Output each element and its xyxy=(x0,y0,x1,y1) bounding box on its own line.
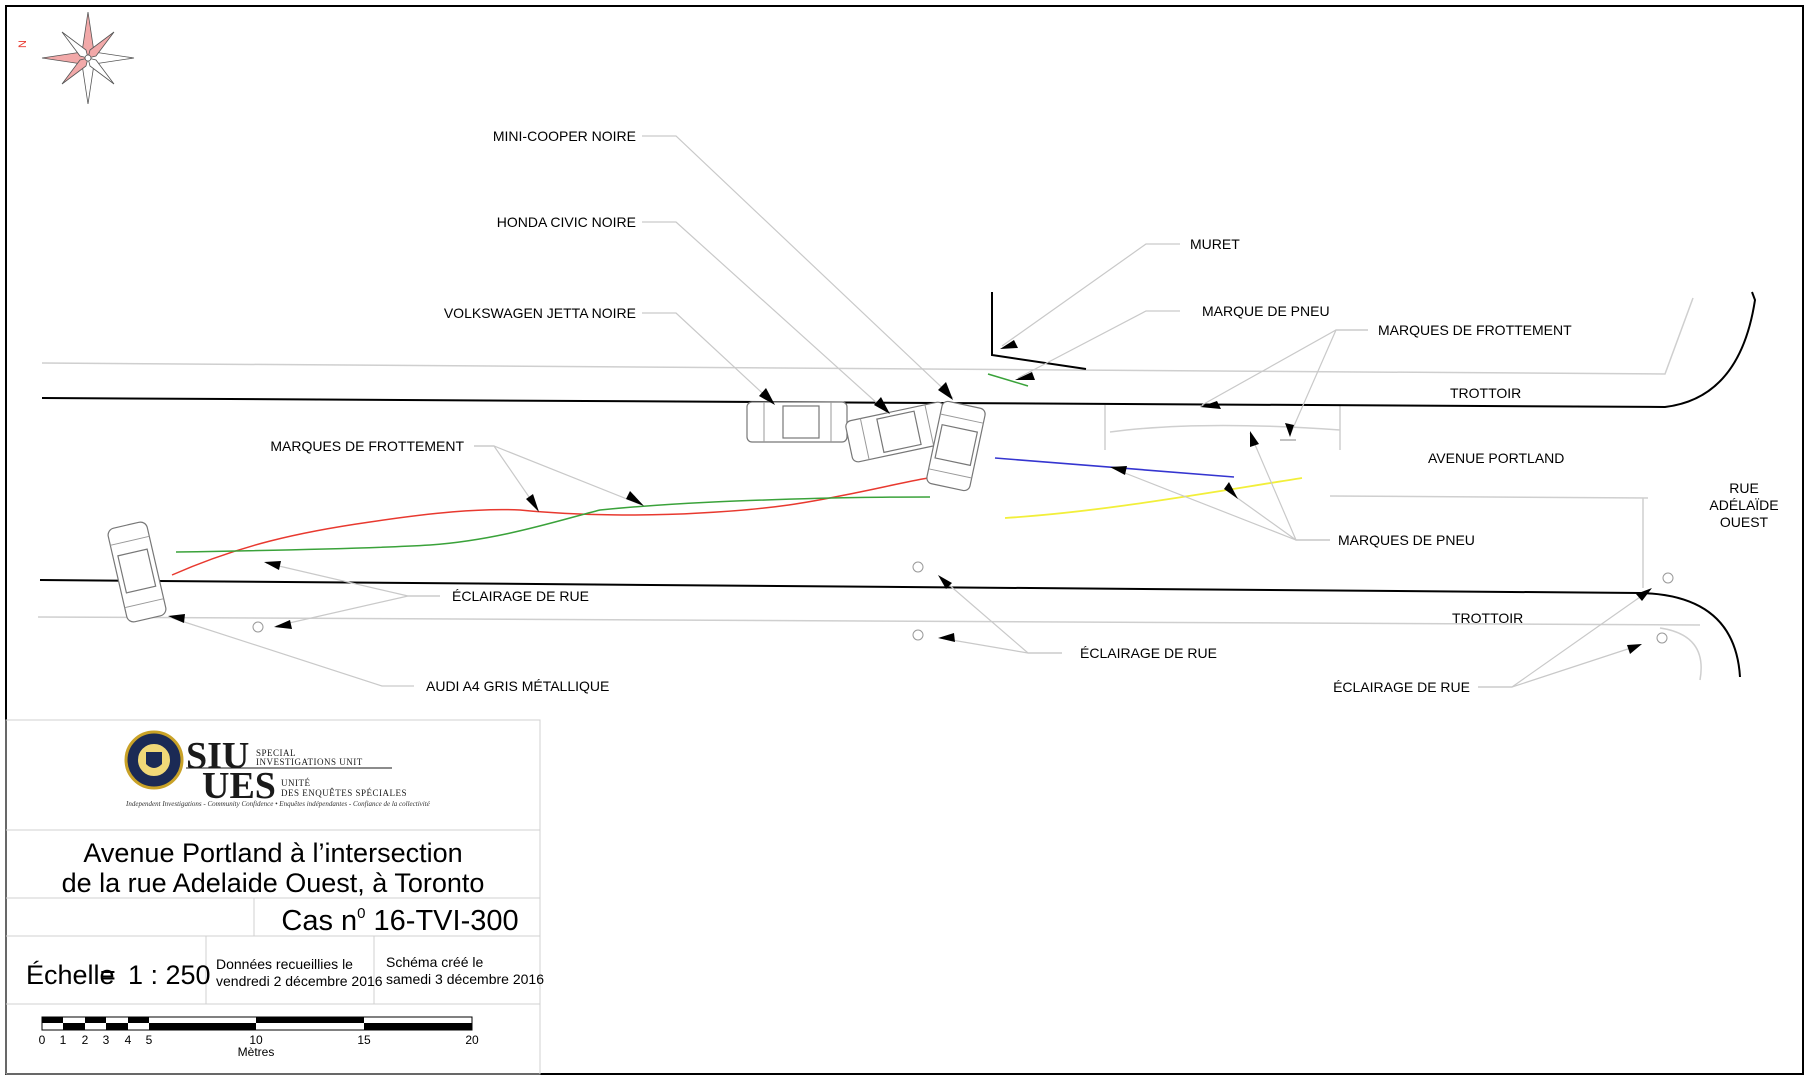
scale-label: Échelle xyxy=(26,960,115,990)
logo-en-line1: SPECIAL xyxy=(256,748,296,758)
vehicle-honda-civic xyxy=(845,401,951,463)
logo-siu: SIU xyxy=(186,735,249,777)
diagram-created-line1: Schéma créé le xyxy=(386,954,483,970)
label-street-light-right: ÉCLAIRAGE DE RUE xyxy=(1333,679,1470,695)
leader-lines xyxy=(171,135,1651,688)
scale-tick: 5 xyxy=(146,1033,153,1047)
scuff-mark-red xyxy=(171,477,929,576)
street-light-2 xyxy=(912,561,924,573)
label-avenue-portland: AVENUE PORTLAND xyxy=(1428,450,1564,466)
scale-equals: = xyxy=(100,960,116,990)
scuff-mark-green xyxy=(175,496,931,553)
curb-top xyxy=(41,291,1757,409)
logo-tagline: Independent Investigations - Community C… xyxy=(125,800,431,808)
scale-value: 1 : 250 xyxy=(128,960,211,990)
logo-en-line2: INVESTIGATIONS UNIT xyxy=(256,757,363,767)
page-frame xyxy=(5,5,1804,1075)
street-light-3 xyxy=(912,629,924,641)
tire-mark-green xyxy=(987,373,1029,387)
crosswalk-line xyxy=(1329,495,1649,499)
street-light-5 xyxy=(1656,632,1668,644)
logo-fr-line2: DES ENQUÊTES SPÉCIALES xyxy=(281,788,407,798)
title-block xyxy=(5,719,541,1075)
street-light-4 xyxy=(1662,572,1674,584)
corner-curb-light xyxy=(1659,627,1702,681)
low-wall xyxy=(991,292,1087,370)
street-light-1 xyxy=(252,621,264,633)
vehicle-mini-cooper xyxy=(926,400,986,492)
scale-tick: 20 xyxy=(465,1033,479,1047)
label-muret: MURET xyxy=(1190,236,1240,252)
label-sidewalk-top: TROTTOIR xyxy=(1450,385,1521,401)
scale-tick: 1 xyxy=(60,1033,67,1047)
scale-tick: 10 xyxy=(249,1033,263,1047)
label-honda-civic: HONDA CIVIC NOIRE xyxy=(497,214,636,230)
vehicle-vw-jetta xyxy=(746,401,848,443)
label-ouest: OUEST xyxy=(1720,514,1769,530)
north-label: N xyxy=(17,40,29,48)
label-mini-cooper: MINI-COOPER NOIRE xyxy=(493,128,636,144)
median-lines xyxy=(1104,405,1341,450)
sidewalk-edge-top xyxy=(41,297,1694,375)
label-audi: AUDI A4 GRIS MÉTALLIQUE xyxy=(426,678,609,694)
logo-fr-line1: UNITÉ xyxy=(281,778,311,788)
label-scuff-marks-left: MARQUES DE FROTTEMENT xyxy=(270,438,464,454)
label-tire-mark-top: MARQUE DE PNEU xyxy=(1202,303,1330,319)
curb-bottom xyxy=(39,579,1741,678)
label-sidewalk-bottom: TROTTOIR xyxy=(1452,610,1523,626)
label-tire-marks: MARQUES DE PNEU xyxy=(1338,532,1475,548)
diagram-title-line1: Avenue Portland à l’intersection xyxy=(83,838,462,868)
sidewalk-edge-bottom xyxy=(37,616,1701,626)
label-rue: RUE xyxy=(1729,480,1759,496)
label-street-light-mid: ÉCLAIRAGE DE RUE xyxy=(1080,645,1217,661)
tire-mark-yellow xyxy=(1004,477,1303,519)
label-street-light-left: ÉCLAIRAGE DE RUE xyxy=(452,588,589,604)
siu-logo: SIU UES SPECIAL INVESTIGATIONS UNIT UNIT… xyxy=(124,730,431,808)
diagram-title-line2: de la rue Adelaide Ouest, à Toronto xyxy=(62,868,485,898)
arrowheads xyxy=(168,340,1652,654)
label-adelaide: ADÉLAÏDE xyxy=(1709,497,1778,513)
case-number: Cas n0 16-TVI-300 xyxy=(281,905,518,937)
scale-unit: Mètres xyxy=(238,1045,275,1059)
label-vw-jetta: VOLKSWAGEN JETTA NOIRE xyxy=(444,305,636,321)
data-collected-line2: vendredi 2 décembre 2016 xyxy=(216,973,383,989)
compass-rose-icon xyxy=(41,11,135,105)
vehicle-audi-a4 xyxy=(107,521,167,623)
scale-tick: 15 xyxy=(357,1033,371,1047)
diagram-created-line2: samedi 3 décembre 2016 xyxy=(386,971,544,987)
scale-tick: 4 xyxy=(125,1033,132,1047)
scale-tick: 3 xyxy=(103,1033,110,1047)
scale-tick: 0 xyxy=(39,1033,46,1047)
logo-ues: UES xyxy=(202,765,276,807)
label-scuff-marks-right: MARQUES DE FROTTEMENT xyxy=(1378,322,1572,338)
data-collected-line1: Données recueillies le xyxy=(216,956,353,972)
scale-bar xyxy=(41,1016,473,1031)
scale-tick: 2 xyxy=(82,1033,89,1047)
